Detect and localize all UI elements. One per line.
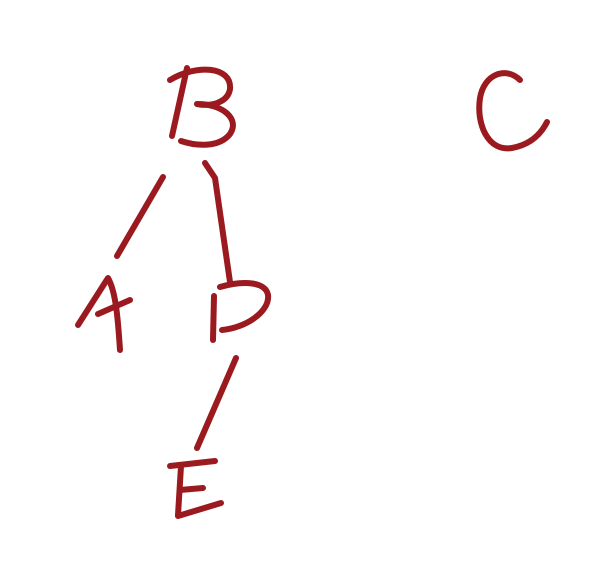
- node-b-label: B: [0, 0, 11, 4]
- edge-b-a: [114, 174, 166, 259]
- node-c: C: [0, 0, 550, 152]
- node-b-glyph: [169, 65, 190, 139]
- edge-d-e: [194, 355, 239, 451]
- node-a-label: A: [0, 0, 11, 4]
- node-d-glyph: [210, 293, 217, 343]
- node-d: D: [0, 0, 272, 343]
- node-a: A: [0, 0, 133, 353]
- node-e-label: E: [0, 0, 10, 4]
- diagram-strokes: B C A D: [0, 0, 550, 519]
- node-c-label: C: [0, 0, 11, 4]
- edge-b-d: [202, 160, 233, 285]
- node-e: E: [0, 0, 224, 519]
- node-c-glyph: [476, 70, 550, 152]
- node-b: B: [0, 0, 236, 148]
- node-d-label: D: [0, 0, 12, 4]
